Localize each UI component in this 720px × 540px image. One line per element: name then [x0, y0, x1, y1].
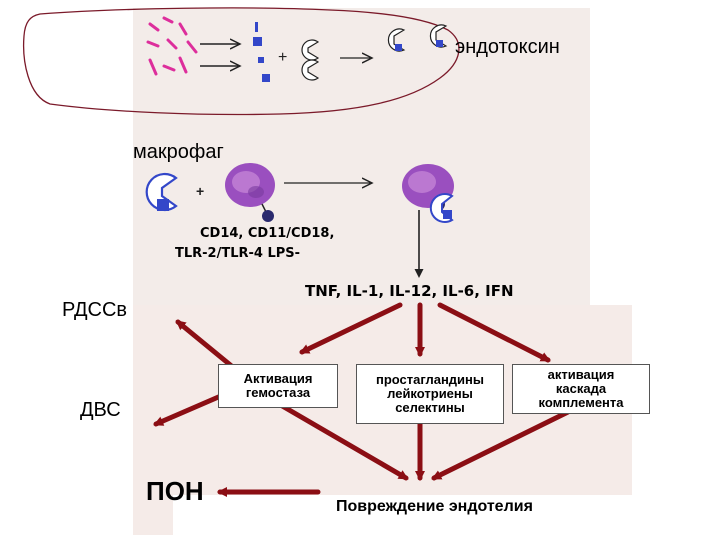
mof-label: ПОН [146, 476, 204, 506]
complement-activation-box: активация каскада комплемента [512, 364, 650, 414]
activated-macrophage-icon [402, 164, 454, 223]
endotoxin-fragments-icon [253, 22, 270, 82]
receptors-label-line2: TLR-2/TLR-4 LPS- [175, 246, 301, 261]
receptor-large-icon [145, 172, 178, 212]
macrophage-label: макрофаг [133, 141, 224, 163]
receptor-endotoxin-complex-icon [387, 24, 448, 52]
plus-sign-macrophage: + [196, 183, 204, 199]
cytokines-label: TNF, IL-1, IL-12, IL-6, IFN [305, 282, 514, 300]
arrow-complement-to-endothelium [431, 409, 571, 481]
arrow-hemostasis-to-ards [175, 319, 237, 371]
macrophage-icon [225, 163, 275, 222]
ards-label: РДССв [62, 299, 128, 321]
arrow-to-complement [437, 302, 551, 363]
arrow-to-hemostasis [299, 302, 403, 355]
arrow-hemostasis-to-dic [153, 389, 233, 427]
hemostasis-activation-box: Активация гемостаза [218, 364, 338, 408]
endotoxin-label: эндотоксин [455, 36, 560, 58]
dic-label: ДВС [80, 399, 121, 421]
cascade-arrows [153, 302, 571, 497]
freehand-outline [22, 7, 460, 116]
mediators-box: простагландины лейкотриены селектины [356, 364, 504, 424]
receptors-label-line1: CD14, CD11/CD18, [200, 226, 335, 241]
plus-sign-top: + [278, 49, 287, 66]
endothelial-damage-label: Повреждение эндотелия [336, 498, 533, 515]
bacteria-icon [146, 16, 198, 76]
arrow-hemostasis-to-endothelium [269, 397, 409, 481]
receptor-icon [301, 39, 320, 81]
